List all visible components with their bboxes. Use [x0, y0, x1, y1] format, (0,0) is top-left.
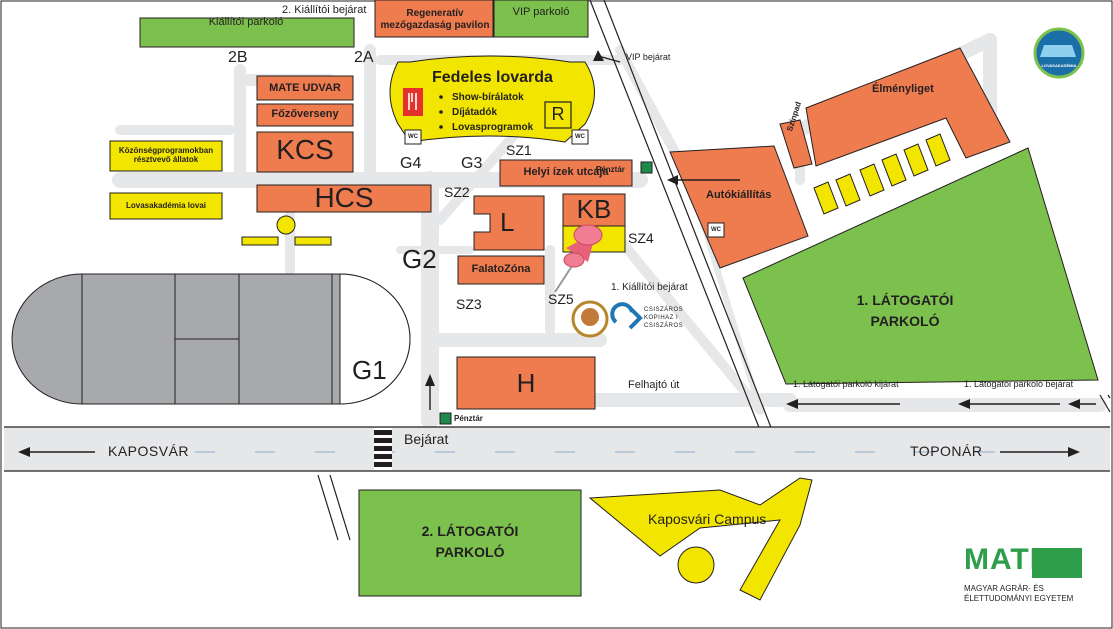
covered-arena-label: Fedeles lovarda: [432, 69, 553, 86]
falatozona: [457, 255, 545, 285]
kaposvar-campus: [588, 477, 813, 601]
falatozona-label: FalatoZóna: [471, 263, 531, 275]
building-h-label: H: [516, 368, 536, 398]
building-kb: [562, 193, 626, 227]
location-pin-icon: [554, 224, 603, 293]
vip-parking: [493, 0, 589, 38]
vip-parking-label: VIP parkoló: [512, 6, 570, 18]
car-exhibition-label: Autókiállítás: [706, 189, 772, 201]
ramp-road-label: Felhajtó út: [628, 379, 680, 391]
g4-label: G4: [400, 155, 422, 172]
road-edge: [603, 0, 773, 431]
arrow-left-icon: [786, 399, 798, 409]
campus-label: Kaposvári Campus: [648, 511, 767, 527]
parking-1-exit-label: 1. Látogatói parkoló kijárat: [793, 379, 899, 389]
restaurant-icon: [403, 88, 423, 116]
mate-udvar-label: MATE UDVAR: [269, 82, 341, 94]
elmenyliget-label: Élményliget: [872, 83, 934, 95]
sz2-label: SZ2: [444, 184, 470, 200]
arrow-right-icon: [1068, 447, 1080, 457]
covered-arena: [389, 55, 595, 143]
vip-entrance-label: VIP bejárat: [626, 52, 671, 62]
parking-1-label: 1. LÁTOGATÓI PARKOLÓ: [856, 292, 954, 329]
kcs-label: KCS: [276, 134, 334, 165]
cooking-contest: [256, 103, 354, 127]
visitor-parking-1: [742, 147, 1099, 385]
wc-label: WC: [711, 227, 721, 233]
building-kb-label: KB: [576, 194, 612, 224]
building-l: [473, 195, 545, 251]
wc-icons: [404, 129, 725, 238]
arrow-up-icon: [593, 50, 604, 61]
mate-logo-text: MATE: [964, 543, 1051, 576]
regen-pavilion-label: Regeneratív mezőgazdaság pavilon: [380, 8, 490, 31]
reception-box: [544, 101, 572, 129]
main-road: [4, 427, 1110, 471]
building-l-label: L: [500, 207, 515, 237]
arrow-left-icon: [1068, 399, 1080, 409]
g3-label: G3: [461, 155, 483, 172]
gate-2b-label: 2B: [228, 49, 248, 66]
g1-label: G1: [352, 355, 387, 385]
stage: [779, 119, 813, 169]
ticket-office-label: Pénztár: [596, 165, 625, 174]
yellow-round: [276, 215, 296, 235]
yellow-stalls: [109, 133, 951, 246]
building-hcs: [256, 184, 432, 213]
ck-logo-icon: [610, 302, 634, 324]
entrance-1-label: 1. Kiállítói bejárat: [611, 282, 688, 293]
road-edge: [589, 0, 761, 431]
hcs-label: HCS: [314, 182, 374, 213]
lovasakademia-logo-text: LOVASAKADÉMIA: [1041, 63, 1077, 68]
ticket-office-label: Pénztár: [454, 414, 483, 423]
ticket-office-icon: [640, 161, 653, 174]
program-riding: Lovasprogramok: [452, 122, 534, 133]
arrow-left-icon: [958, 399, 970, 409]
wc-label: WC: [575, 134, 585, 140]
exhibitor-parking-label: Kiállítói parkoló: [208, 16, 284, 28]
academy-horses-label: Lovasakadémia lovai: [125, 201, 207, 210]
regenerative-pavilion: [374, 0, 494, 38]
sz3-label: SZ3: [456, 296, 482, 312]
building-h: [456, 356, 596, 410]
parking-2-label: 2. LÁTOGATÓI PARKOLÓ: [421, 523, 519, 560]
public-animals-label: Közönségprogramokban résztvevő állatok: [118, 146, 214, 165]
toponar-direction-label: TOPONÁR: [910, 443, 983, 459]
kaposvar-direction-label: KAPOSVÁR: [108, 443, 190, 459]
reception-label: R: [551, 104, 565, 124]
parking-1-entry-label: 1. Látogatói parkoló bejárat: [964, 379, 1074, 389]
visitor-parking-2: [358, 489, 582, 597]
local-flavours-street: [499, 159, 633, 187]
ticket-office-icon: [439, 412, 452, 425]
race-track: [11, 273, 411, 405]
arrow-up-icon: [425, 374, 435, 386]
wc-label: WC: [408, 134, 418, 140]
car-exhibition: [669, 145, 809, 269]
sz1-label: SZ1: [506, 142, 532, 158]
sz4-label: SZ4: [628, 230, 654, 246]
mate-udvar: [256, 75, 354, 101]
sz5-label: SZ5: [548, 291, 574, 307]
arrow-left-icon: [18, 447, 30, 457]
elmenyliget: [805, 47, 1011, 167]
exhibitor-parking: [139, 17, 355, 48]
main-entrance-label: Bejárat: [404, 431, 449, 447]
arrow-left-icon: [667, 175, 678, 185]
entrance-2-label: 2. Kiállítói bejárat: [282, 4, 367, 16]
gate-2a-label: 2A: [354, 49, 374, 66]
program-awards: Díjátadók: [452, 107, 498, 118]
building-kcs: [256, 131, 354, 173]
mate-subtitle: MAGYAR AGRÁR- ÉS ÉLETTUDOMÁNYI EGYETEM: [964, 584, 1074, 603]
crosswalk: [374, 428, 392, 470]
ck-logo-text: CSISZÁROS KOPIHAZ I CSISZÁROS: [644, 307, 684, 329]
g2-label: G2: [402, 244, 437, 274]
local-flavours-label: Helyi ízek utcája: [523, 166, 609, 178]
cooking-contest-label: Főzőverseny: [271, 108, 339, 120]
program-show: Show-bírálatok: [452, 92, 524, 103]
